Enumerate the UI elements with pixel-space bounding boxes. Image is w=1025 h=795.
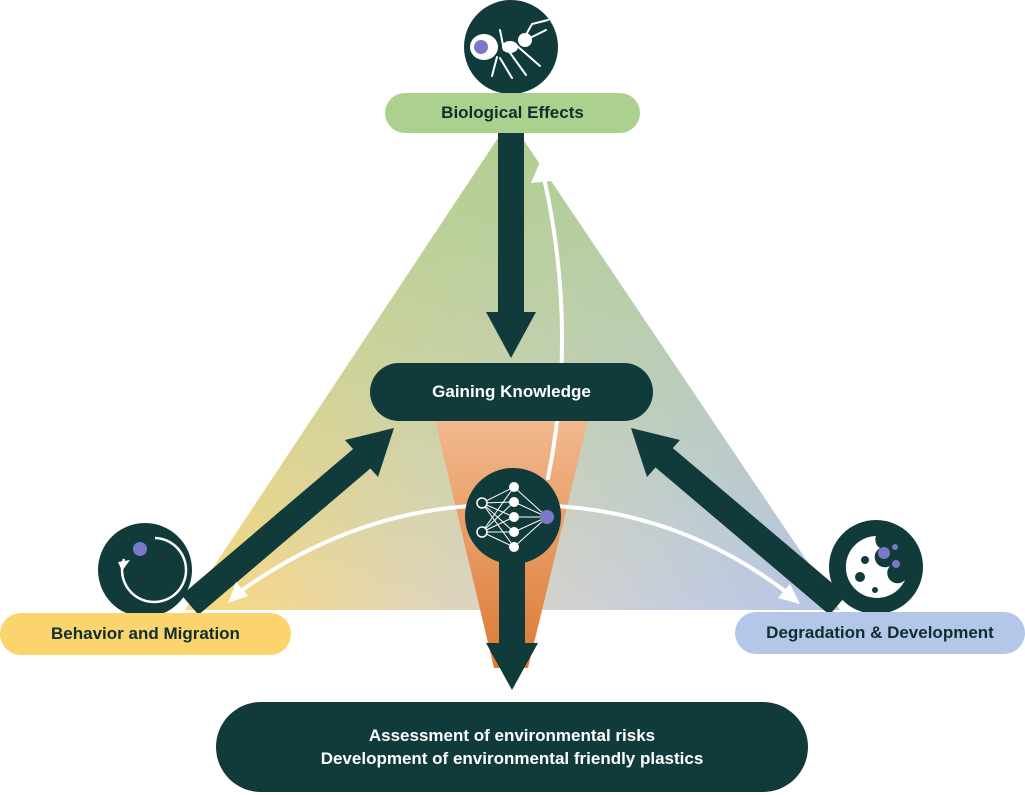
arrow-bio-to-knowledge (486, 133, 536, 358)
feedback-arrowheads (228, 162, 800, 604)
outcome-box: Assessment of environmental risks Develo… (216, 702, 808, 792)
rotation-orbit-icon (98, 523, 192, 617)
degradation-development-label: Degradation & Development (735, 612, 1025, 654)
ant-icon (464, 0, 558, 94)
arrow-degradation-to-knowledge (631, 428, 847, 615)
gaining-knowledge-label: Gaining Knowledge (370, 363, 653, 421)
neural-network-icon (465, 468, 561, 564)
degraded-particle-icon (829, 520, 923, 614)
outcome-line-friendly-plastics: Development of environmental friendly pl… (320, 749, 704, 768)
feedback-arrows (236, 176, 792, 597)
outcome-line-risk-assessment: Assessment of environmental risks (368, 726, 656, 745)
arrow-behavior-to-knowledge (181, 428, 394, 615)
biological-effects-label: Biological Effects (385, 93, 640, 133)
behavior-migration-label: Behavior and Migration (0, 613, 291, 655)
